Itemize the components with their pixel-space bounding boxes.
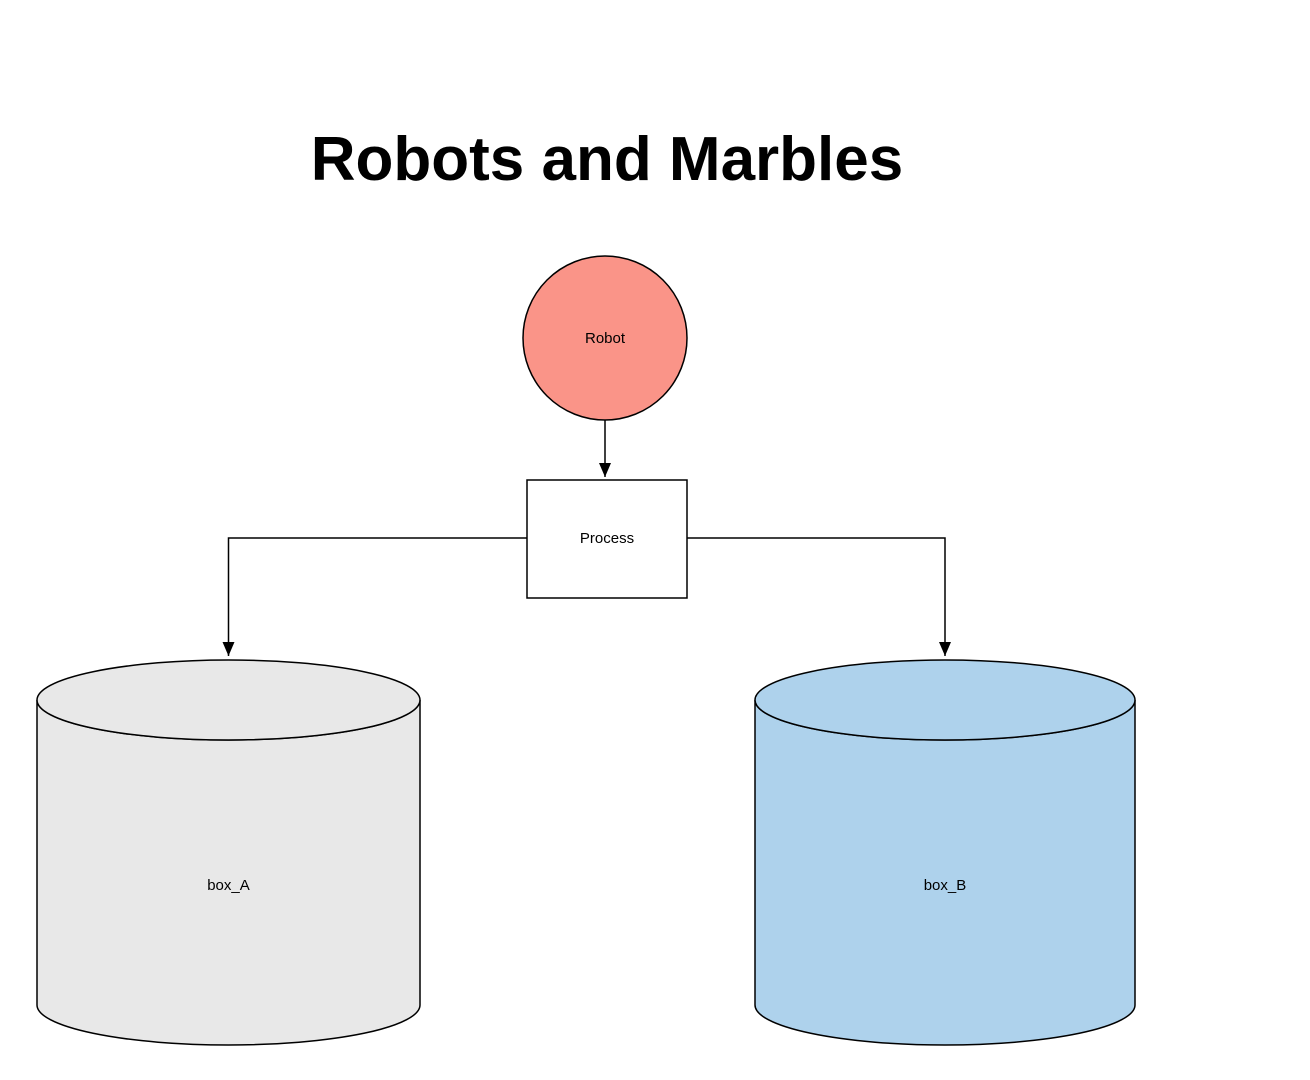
robot-label: Robot: [585, 330, 626, 347]
box-b-cylinder-top: [754, 659, 1136, 741]
node-box-a: box_A: [36, 659, 421, 1046]
edge-process-to-box-b: [687, 537, 951, 656]
process-label: Process: [580, 530, 634, 547]
box-a-cylinder-body: [36, 699, 421, 1046]
box-a-cylinder-top: [36, 659, 421, 741]
diagram-title: Robots and Marbles: [311, 125, 904, 194]
box-b-cylinder-body: [754, 699, 1136, 1046]
node-robot: Robot: [522, 255, 688, 421]
node-box-b: box_B: [754, 659, 1136, 1046]
robot-circle-shape: [522, 255, 688, 421]
process-rect-shape: [526, 479, 688, 599]
box-a-label: box_A: [207, 877, 250, 894]
edge-process-to-box-a: [222, 537, 527, 656]
node-process: Process: [526, 479, 688, 599]
box-b-label: box_B: [924, 877, 967, 894]
